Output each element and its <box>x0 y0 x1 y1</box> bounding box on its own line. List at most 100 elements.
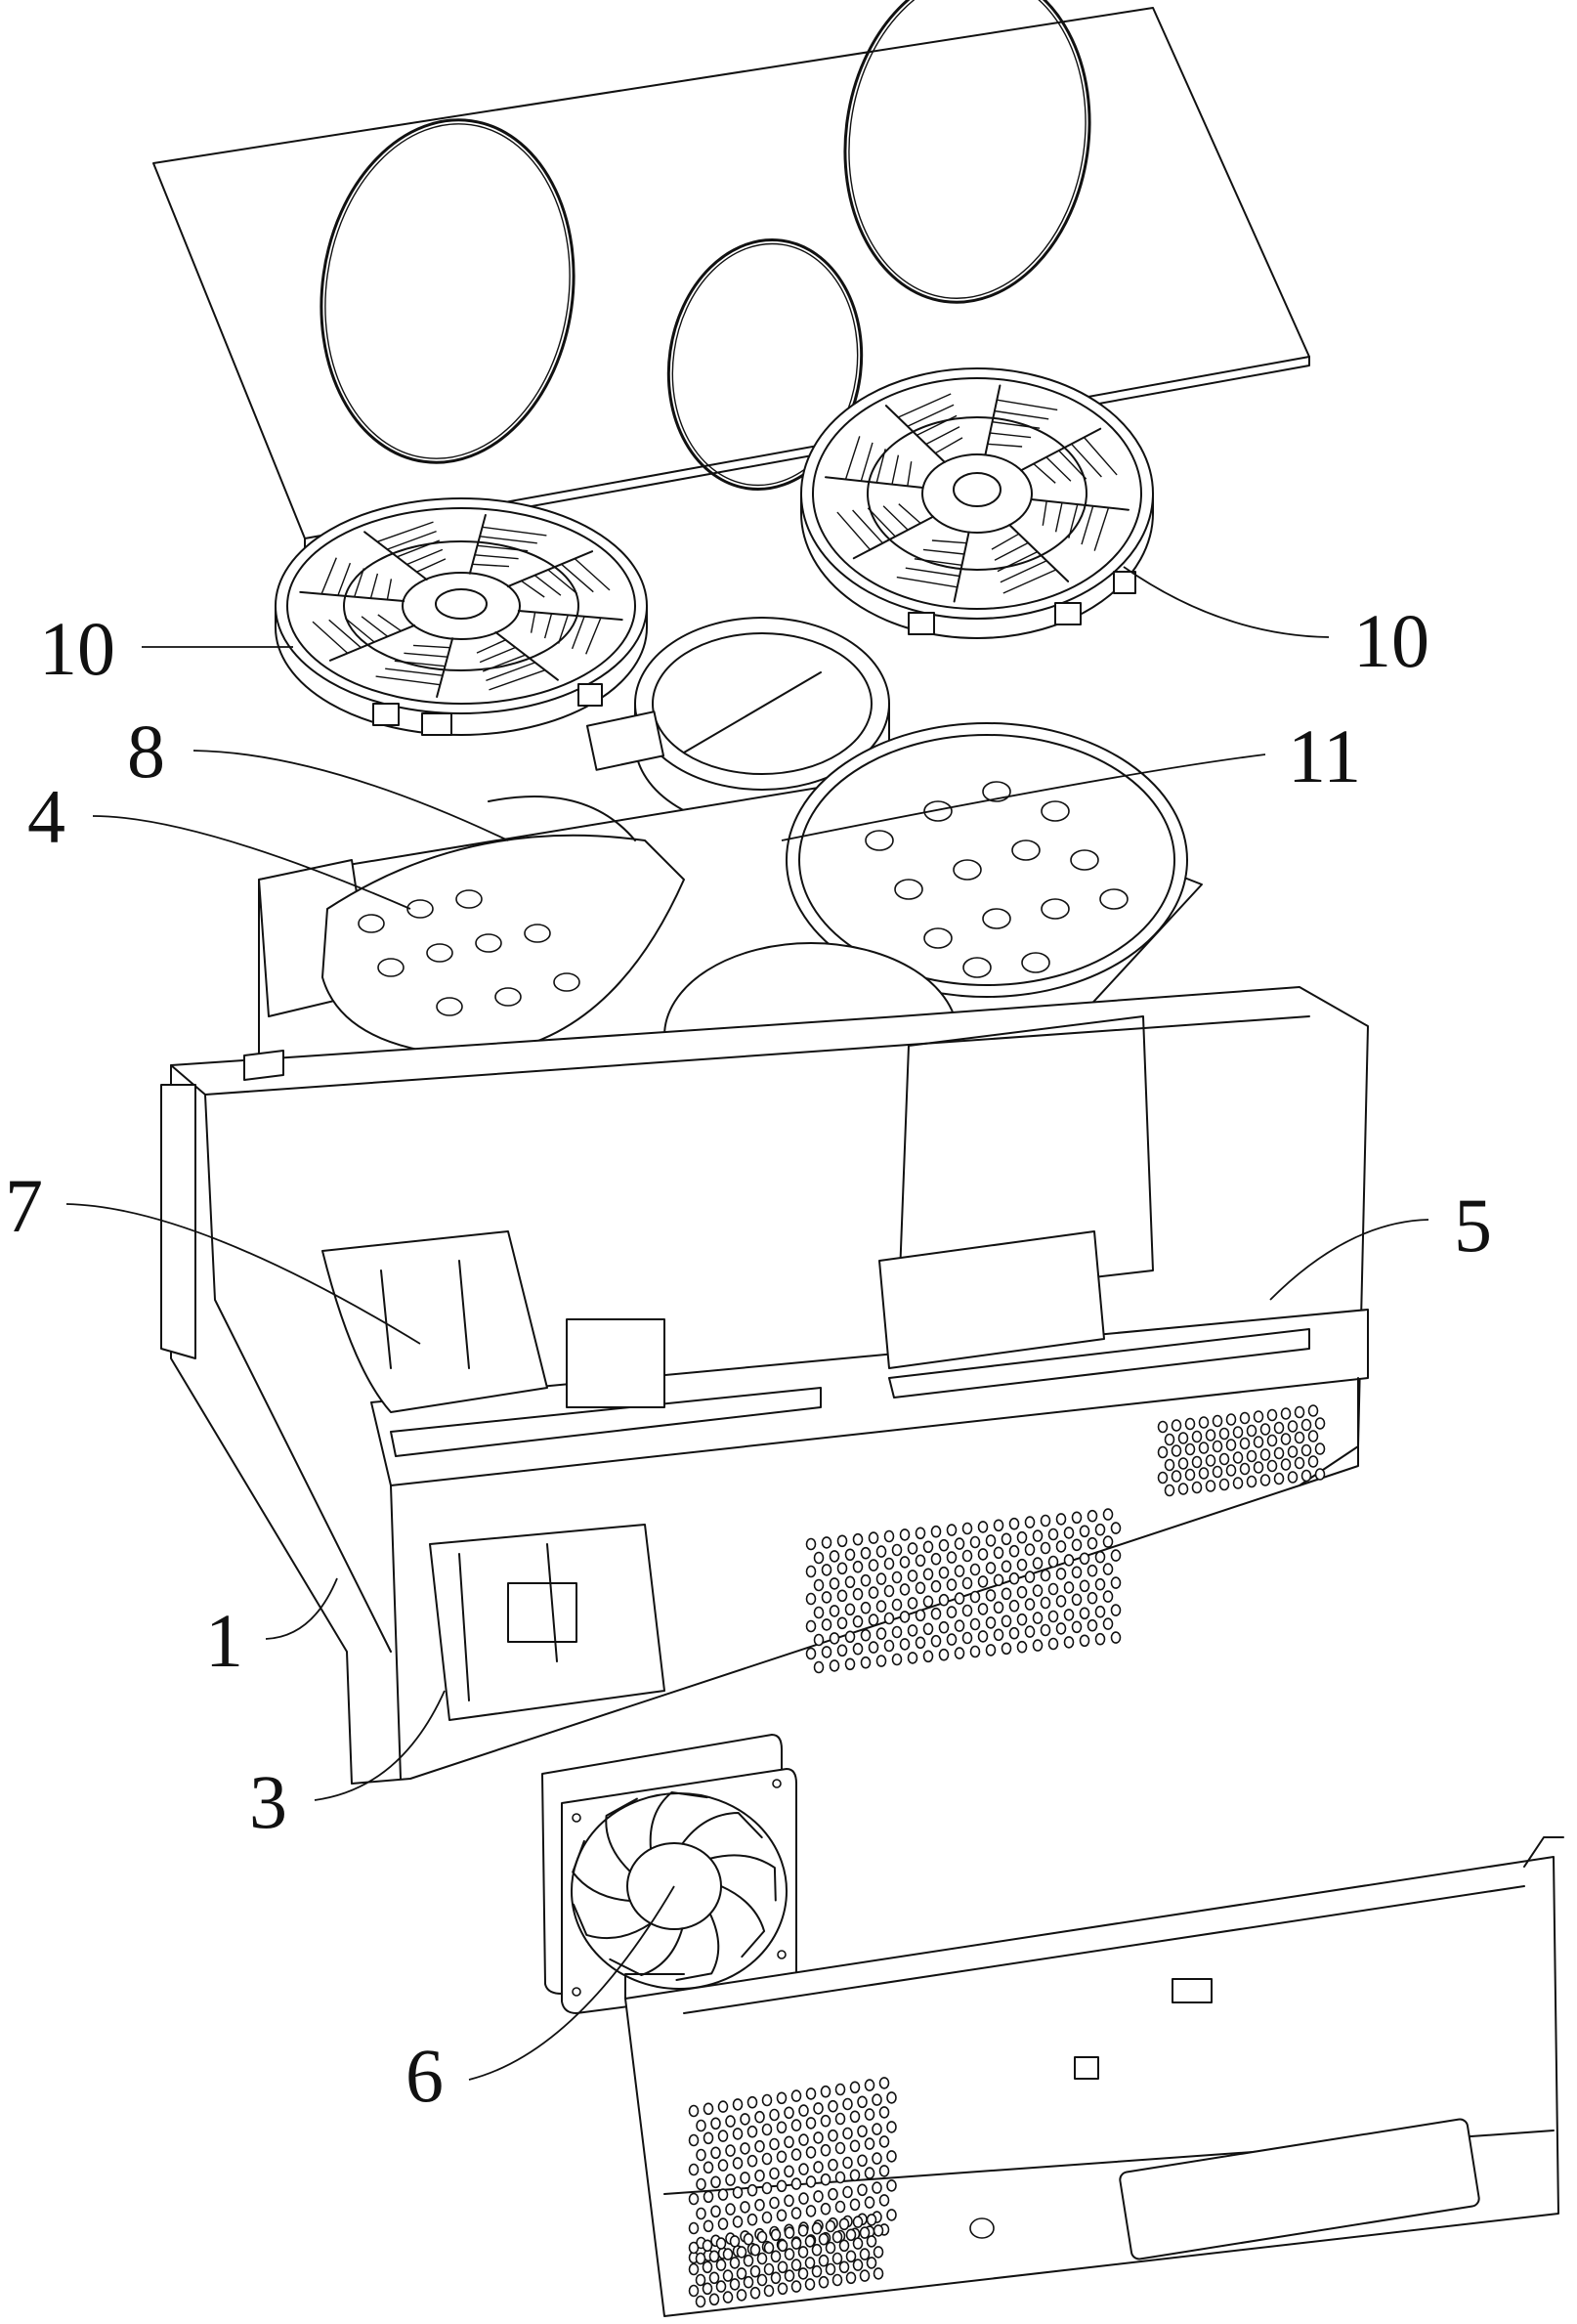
vent-hole <box>915 1636 926 1650</box>
vent-hole <box>907 1570 918 1582</box>
vent-hole <box>696 2207 706 2220</box>
vent-hole <box>1218 1452 1230 1466</box>
vent-hole <box>954 1619 965 1632</box>
vent-hole <box>736 2246 747 2259</box>
vent-hole <box>1016 1585 1028 1599</box>
vent-hole <box>1157 1445 1169 1459</box>
vent-hole <box>703 2219 714 2233</box>
vent-hole <box>740 2201 750 2214</box>
vent-hole <box>1071 1593 1083 1607</box>
coil-fin <box>1058 450 1087 480</box>
vent-hole <box>907 1624 918 1637</box>
vent-hole <box>891 1543 903 1557</box>
vent-hole <box>818 2275 830 2289</box>
vent-hole <box>938 1620 950 1634</box>
plate-hole <box>1041 898 1070 920</box>
vent-hole <box>899 1583 911 1596</box>
vent-hole <box>859 2269 871 2282</box>
vent-hole <box>710 2175 721 2189</box>
vent-hole <box>749 2286 761 2300</box>
vent-hole <box>938 1566 950 1579</box>
vent-hole <box>770 2228 782 2242</box>
coil-fin <box>574 558 611 591</box>
vent-hole <box>811 2243 823 2257</box>
vent-hole <box>688 2133 700 2147</box>
vent-hole <box>1016 1640 1028 1654</box>
vent-hole <box>845 2250 857 2263</box>
vent-hole <box>985 1534 997 1547</box>
vent-hole <box>1047 1528 1059 1541</box>
vent-hole <box>1079 1525 1090 1538</box>
vent-hole <box>878 2106 890 2119</box>
leader-11 <box>781 753 1266 841</box>
vent-hole <box>688 2262 700 2276</box>
vent-hole <box>756 2230 768 2244</box>
vent-hole <box>1225 1439 1237 1451</box>
vent-hole <box>1024 1571 1036 1583</box>
coil-spoke <box>852 515 934 560</box>
vent-hole <box>784 2194 794 2208</box>
vent-hole <box>1253 1410 1264 1423</box>
coil-fin <box>375 675 441 686</box>
vent-hole <box>821 1591 832 1604</box>
vent-hole <box>961 1604 973 1617</box>
coil-fin <box>891 454 900 485</box>
vent-hole <box>886 2150 897 2163</box>
fan-blade <box>708 1854 777 1902</box>
coil-fin <box>992 421 1041 429</box>
coil-fin <box>882 505 909 531</box>
vent-hole <box>1232 1451 1244 1464</box>
vent-hole <box>790 2280 802 2293</box>
vent-hole <box>954 1565 965 1577</box>
coil-fin <box>867 507 896 538</box>
vent-hole <box>1001 1532 1012 1546</box>
vent-hole <box>845 2271 857 2285</box>
vent-hole <box>864 2196 875 2209</box>
vent-hole <box>1055 1622 1067 1635</box>
vent-hole <box>1307 1430 1319 1442</box>
coil-disc-right <box>800 367 1154 639</box>
vent-hole <box>717 2188 729 2201</box>
vent-hole <box>688 2284 700 2298</box>
callout-11: 11 <box>1288 713 1361 798</box>
coil-fin <box>1068 503 1079 538</box>
vent-hole <box>834 2112 846 2126</box>
vent-hole <box>852 2216 864 2228</box>
vent-hole <box>1040 1514 1051 1528</box>
vent-hole <box>688 2192 700 2206</box>
vent-hole <box>761 2093 773 2107</box>
vent-hole <box>1001 1587 1012 1601</box>
vent-hole <box>899 1556 911 1569</box>
vent-hole <box>1164 1458 1175 1472</box>
vent-hole <box>790 2148 802 2161</box>
plate-hole <box>358 914 385 933</box>
vent-hole <box>797 2246 809 2259</box>
vent-hole <box>784 2226 795 2239</box>
plate-hole <box>377 958 405 977</box>
vent-hole <box>868 1531 879 1544</box>
leader-8 <box>192 750 509 841</box>
coil-fin <box>394 660 446 667</box>
vent-hole <box>761 2181 773 2195</box>
vent-hole <box>761 2123 773 2136</box>
coil-fin <box>898 393 952 418</box>
vent-hole <box>1079 1634 1090 1648</box>
vent-hole <box>825 2219 836 2233</box>
vent-hole <box>1294 1431 1305 1444</box>
vent-hole <box>805 1647 817 1660</box>
vent-hole <box>969 1535 981 1549</box>
vent-hole <box>784 2248 795 2260</box>
vent-hole <box>820 2114 831 2128</box>
vent-hole <box>1008 1626 1020 1640</box>
vent-hole <box>831 2273 843 2287</box>
vent-hole <box>1063 1554 1075 1567</box>
coil-fin <box>987 443 1023 448</box>
fan-blade <box>573 1903 652 1940</box>
vent-hole <box>859 2226 871 2239</box>
vent-hole <box>969 1645 981 1658</box>
vent-hole <box>722 2269 734 2282</box>
vent-hole <box>1239 1411 1251 1425</box>
vent-hole <box>749 2243 761 2257</box>
coil-fin <box>386 579 393 600</box>
vent-hole <box>805 2175 817 2188</box>
